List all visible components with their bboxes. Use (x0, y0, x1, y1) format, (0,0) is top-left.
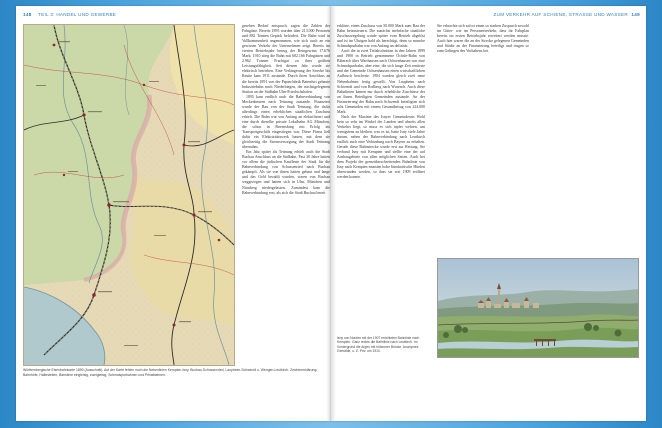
text-column-right-1: erklärte, einen Zuschuss von 50.000 Mark… (337, 24, 425, 354)
paragraph: erklärte, einen Zuschuss von 50.000 Mark… (337, 24, 425, 49)
book-gutter (326, 6, 336, 421)
paragraph: Auch die in zwei Teilabschnitten in den … (337, 49, 425, 114)
paragraph: 1895 kam endlich auch die Bahnverbindung… (242, 94, 330, 150)
text-column-right-2: Sie erbrachte sich sofort einen so stark… (437, 24, 529, 256)
right-page: ZUM VERKEHR AUF SCHIENE, STRASSE UND WAS… (331, 6, 646, 421)
left-page-number: 148 (23, 12, 32, 17)
left-page: 148 TEIL 3: HANDEL UND GEWERBE (16, 6, 331, 421)
painting-caption: Isny von Norden mit der 1907 errichteten… (337, 336, 420, 354)
paragraph: Sie erbrachte sich sofort einen so stark… (437, 24, 529, 54)
historic-map-image (23, 24, 235, 366)
text-column-left: gesehen Bedarf entsprach, sagen die Zahl… (242, 24, 330, 369)
left-running-title: TEIL 3: HANDEL UND GEWERBE (38, 12, 117, 17)
right-running-title: ZUM VERKEHR AUF SCHIENE, STRASSE UND WAS… (493, 12, 628, 17)
paragraph: Ein Jahr später als Tettnang erhielt auc… (242, 150, 330, 195)
map-caption: Württembergische Eisenbahnkarte 1899 (Au… (23, 368, 318, 377)
landscape-painting-image (437, 258, 639, 358)
paragraph: gesehen Bedarf entsprach, sagen die Zahl… (242, 24, 330, 94)
painting-illustration (438, 259, 638, 357)
right-page-number: 149 (631, 12, 640, 17)
paragraph: Nach der Maxime des Isnyer Gemeinderats … (337, 114, 425, 180)
map-illustration (24, 25, 234, 365)
